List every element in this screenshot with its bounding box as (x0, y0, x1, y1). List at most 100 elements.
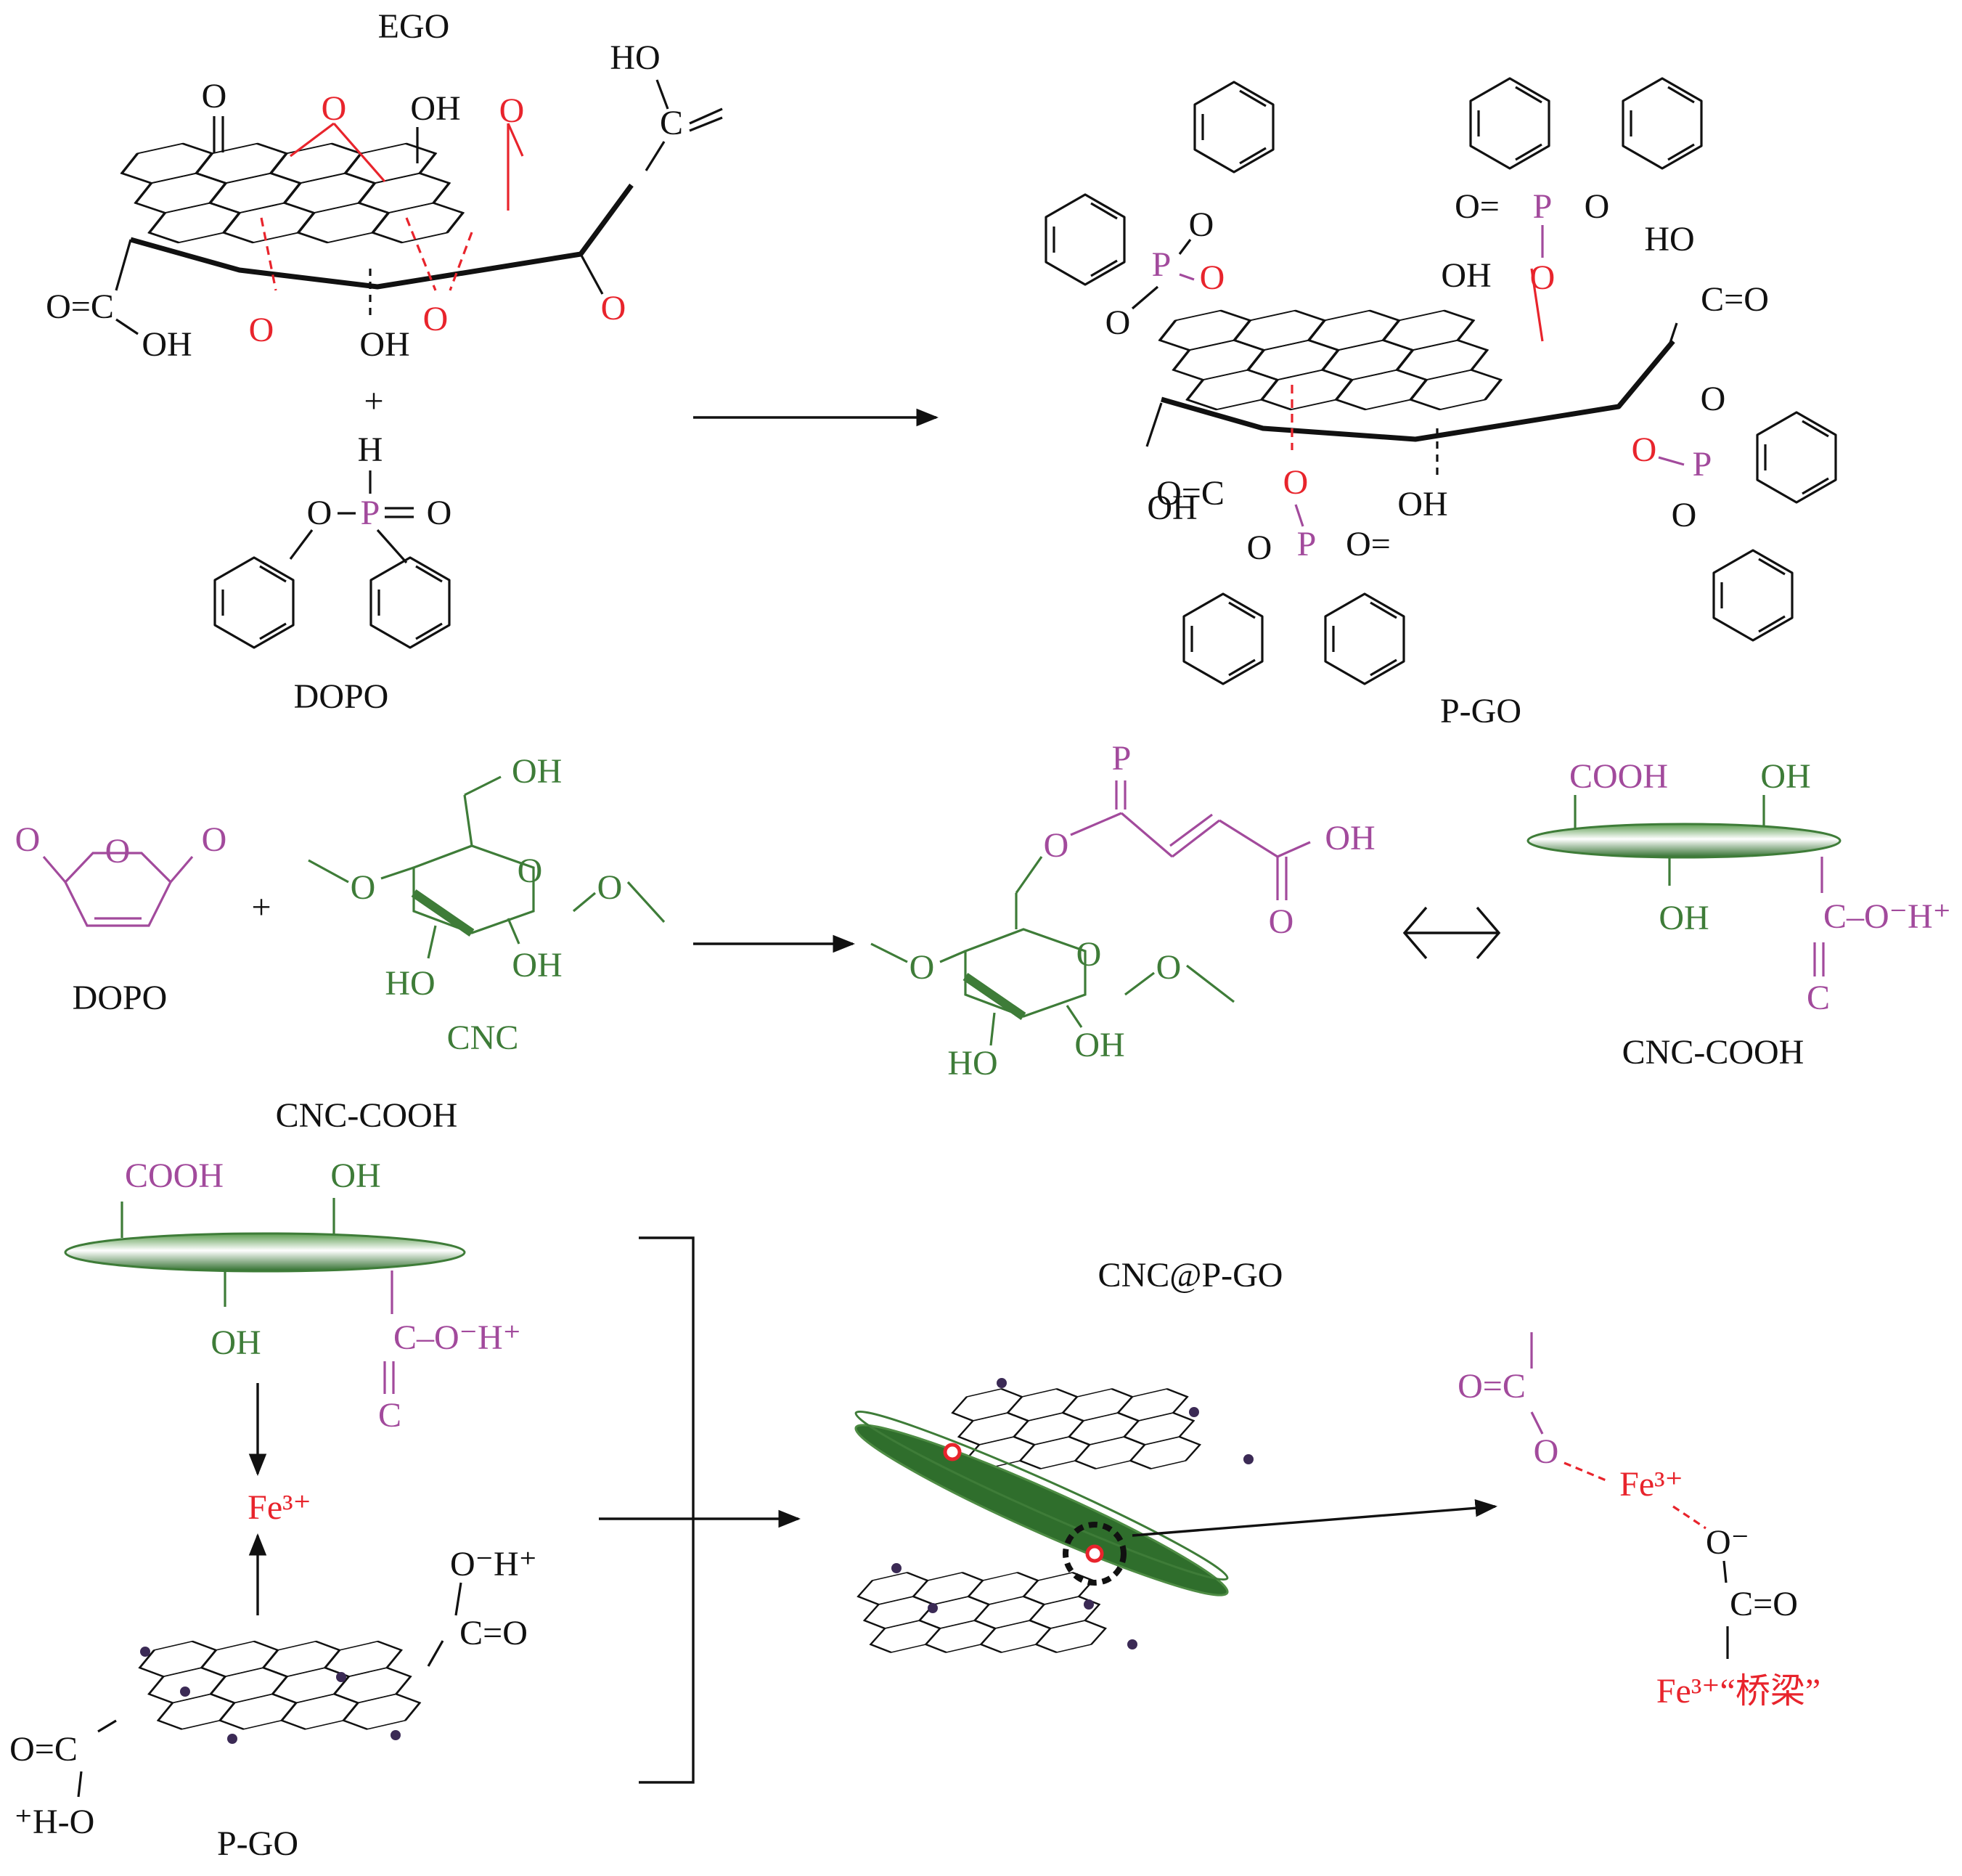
svg-text:P: P (1533, 187, 1553, 226)
fe-bridge-label: Fe³⁺“桥梁” (1656, 1672, 1820, 1710)
cnc-cooh-rod-1: COOH OH OH C–O⁻H⁺ C (1526, 757, 1951, 1017)
svg-text:O: O (1632, 431, 1657, 469)
svg-text:P: P (1112, 739, 1132, 778)
svg-text:O: O (1672, 496, 1697, 534)
svg-text:OH: OH (210, 1324, 261, 1362)
pgo-structure-1: OH O=C OH OH HO C=O O P O O O P O= O O P… (1045, 77, 1837, 685)
pgo-sheet-2: C=O O⁻H⁺ O=C ⁺H-O (9, 1545, 537, 1841)
cnc-label: CNC (447, 1019, 519, 1057)
svg-text:COOH: COOH (1569, 757, 1668, 796)
svg-text:OH: OH (1441, 256, 1491, 295)
svg-text:OH: OH (1074, 1026, 1124, 1064)
maleic-anhydride-structure: O O O (15, 820, 227, 927)
svg-text:O⁻: O⁻ (1706, 1523, 1749, 1562)
svg-text:O: O (105, 832, 131, 870)
dopo-grafted-cnc-structure: P O O OH O O O HO OH (870, 739, 1376, 1082)
resonance-double-arrow (1402, 906, 1501, 960)
ego-cooh-left-oc: O=C (46, 287, 114, 326)
plus-sign-1: + (364, 382, 383, 420)
dopo-label-1: DOPO (294, 677, 389, 716)
svg-text:O: O (15, 820, 41, 859)
cnc-glucose-structure: OH O O O HO OH (308, 752, 666, 1003)
svg-text:O=C: O=C (9, 1730, 78, 1769)
svg-text:O: O (1156, 948, 1182, 987)
dopo-structure-1: H O P O (213, 431, 452, 649)
ego-sheet-edge (130, 183, 634, 290)
zoom-arrow (1132, 1498, 1498, 1537)
svg-text:HO: HO (1644, 220, 1694, 258)
svg-text:O: O (1283, 463, 1309, 502)
svg-text:O=C: O=C (1458, 1367, 1526, 1406)
svg-text:OH: OH (512, 752, 562, 791)
svg-text:COOH: COOH (125, 1157, 224, 1195)
ego-cooh-top-c: C (660, 104, 683, 142)
svg-text:O: O (1530, 258, 1556, 297)
svg-text:P: P (1152, 245, 1172, 284)
ego-oh-bottom: OH (359, 325, 409, 364)
svg-text:HO: HO (947, 1044, 997, 1082)
pgo-label-1: P-GO (1440, 692, 1521, 730)
svg-text:C=O: C=O (459, 1614, 528, 1652)
svg-text:OH: OH (1147, 489, 1197, 527)
svg-text:O: O (910, 948, 935, 987)
ego-epoxide-o-2: O (499, 91, 525, 130)
svg-text:O: O (1044, 826, 1069, 865)
svg-text:C=O: C=O (1730, 1585, 1798, 1623)
svg-text:O: O (351, 868, 376, 907)
ego-epoxide-bridges (260, 122, 524, 319)
ego-label: EGO (378, 7, 450, 46)
svg-text:O: O (1269, 902, 1294, 941)
svg-text:P: P (1297, 525, 1317, 563)
svg-text:P: P (361, 494, 380, 532)
ego-epoxide-o-4: O (423, 300, 449, 338)
fe-ion-label-1: Fe³⁺ (248, 1488, 311, 1527)
svg-text:O: O (427, 494, 452, 532)
svg-text:C=O: C=O (1701, 280, 1769, 319)
cnc-cooh-label-1: CNC-COOH (1622, 1033, 1804, 1072)
ego-oh-top: OH (410, 89, 460, 128)
svg-text:OH: OH (330, 1157, 380, 1195)
svg-text:O⁻H⁺: O⁻H⁺ (450, 1545, 537, 1583)
svg-text:O: O (1200, 258, 1225, 297)
svg-text:OH: OH (1325, 819, 1375, 857)
svg-text:⁺H-O: ⁺H-O (15, 1803, 95, 1841)
ego-ketone-o-black: O (202, 77, 227, 115)
ego-ketone-o-red: O (601, 289, 626, 327)
dopo-label-2: DOPO (73, 979, 168, 1017)
svg-text:O: O (597, 868, 623, 907)
svg-text:OH: OH (1760, 757, 1810, 796)
bracket (639, 1236, 695, 1784)
svg-text:H: H (358, 431, 383, 469)
svg-text:O: O (1701, 380, 1726, 418)
ego-cooh-left-oh: OH (142, 325, 192, 364)
ego-epoxide-o-3: O (249, 311, 274, 349)
svg-text:O: O (202, 820, 227, 859)
svg-text:O=: O= (1455, 187, 1500, 226)
svg-text:HO: HO (385, 964, 435, 1003)
svg-text:O: O (1534, 1432, 1559, 1471)
fe-ion-label-2: Fe³⁺ (1619, 1465, 1683, 1504)
svg-text:O: O (1585, 187, 1610, 226)
ego-graphene-structure (67, 144, 518, 242)
cnc-cooh-rod-2: COOH OH OH C–O⁻H⁺ C (64, 1157, 521, 1435)
cnc-pgo-composite (809, 1378, 1254, 1652)
plus-sign-2: + (251, 888, 271, 926)
cnc-cooh-label-2: CNC-COOH (276, 1096, 458, 1135)
svg-text:C: C (1807, 979, 1830, 1017)
svg-text:C–O⁻H⁺: C–O⁻H⁺ (1823, 897, 1951, 936)
svg-text:C: C (378, 1396, 401, 1435)
svg-text:O: O (518, 852, 543, 890)
svg-text:O: O (1247, 529, 1272, 567)
svg-text:O: O (1105, 303, 1131, 342)
svg-text:OH: OH (1659, 899, 1709, 937)
svg-text:C–O⁻H⁺: C–O⁻H⁺ (393, 1318, 521, 1357)
svg-text:P: P (1693, 445, 1712, 484)
svg-text:OH: OH (512, 946, 562, 984)
svg-text:OH: OH (1397, 485, 1447, 523)
svg-text:O: O (307, 494, 332, 532)
ego-cooh-top-ho: HO (610, 38, 660, 77)
ego-epoxide-o-1: O (322, 89, 347, 128)
svg-text:O: O (1189, 205, 1214, 244)
